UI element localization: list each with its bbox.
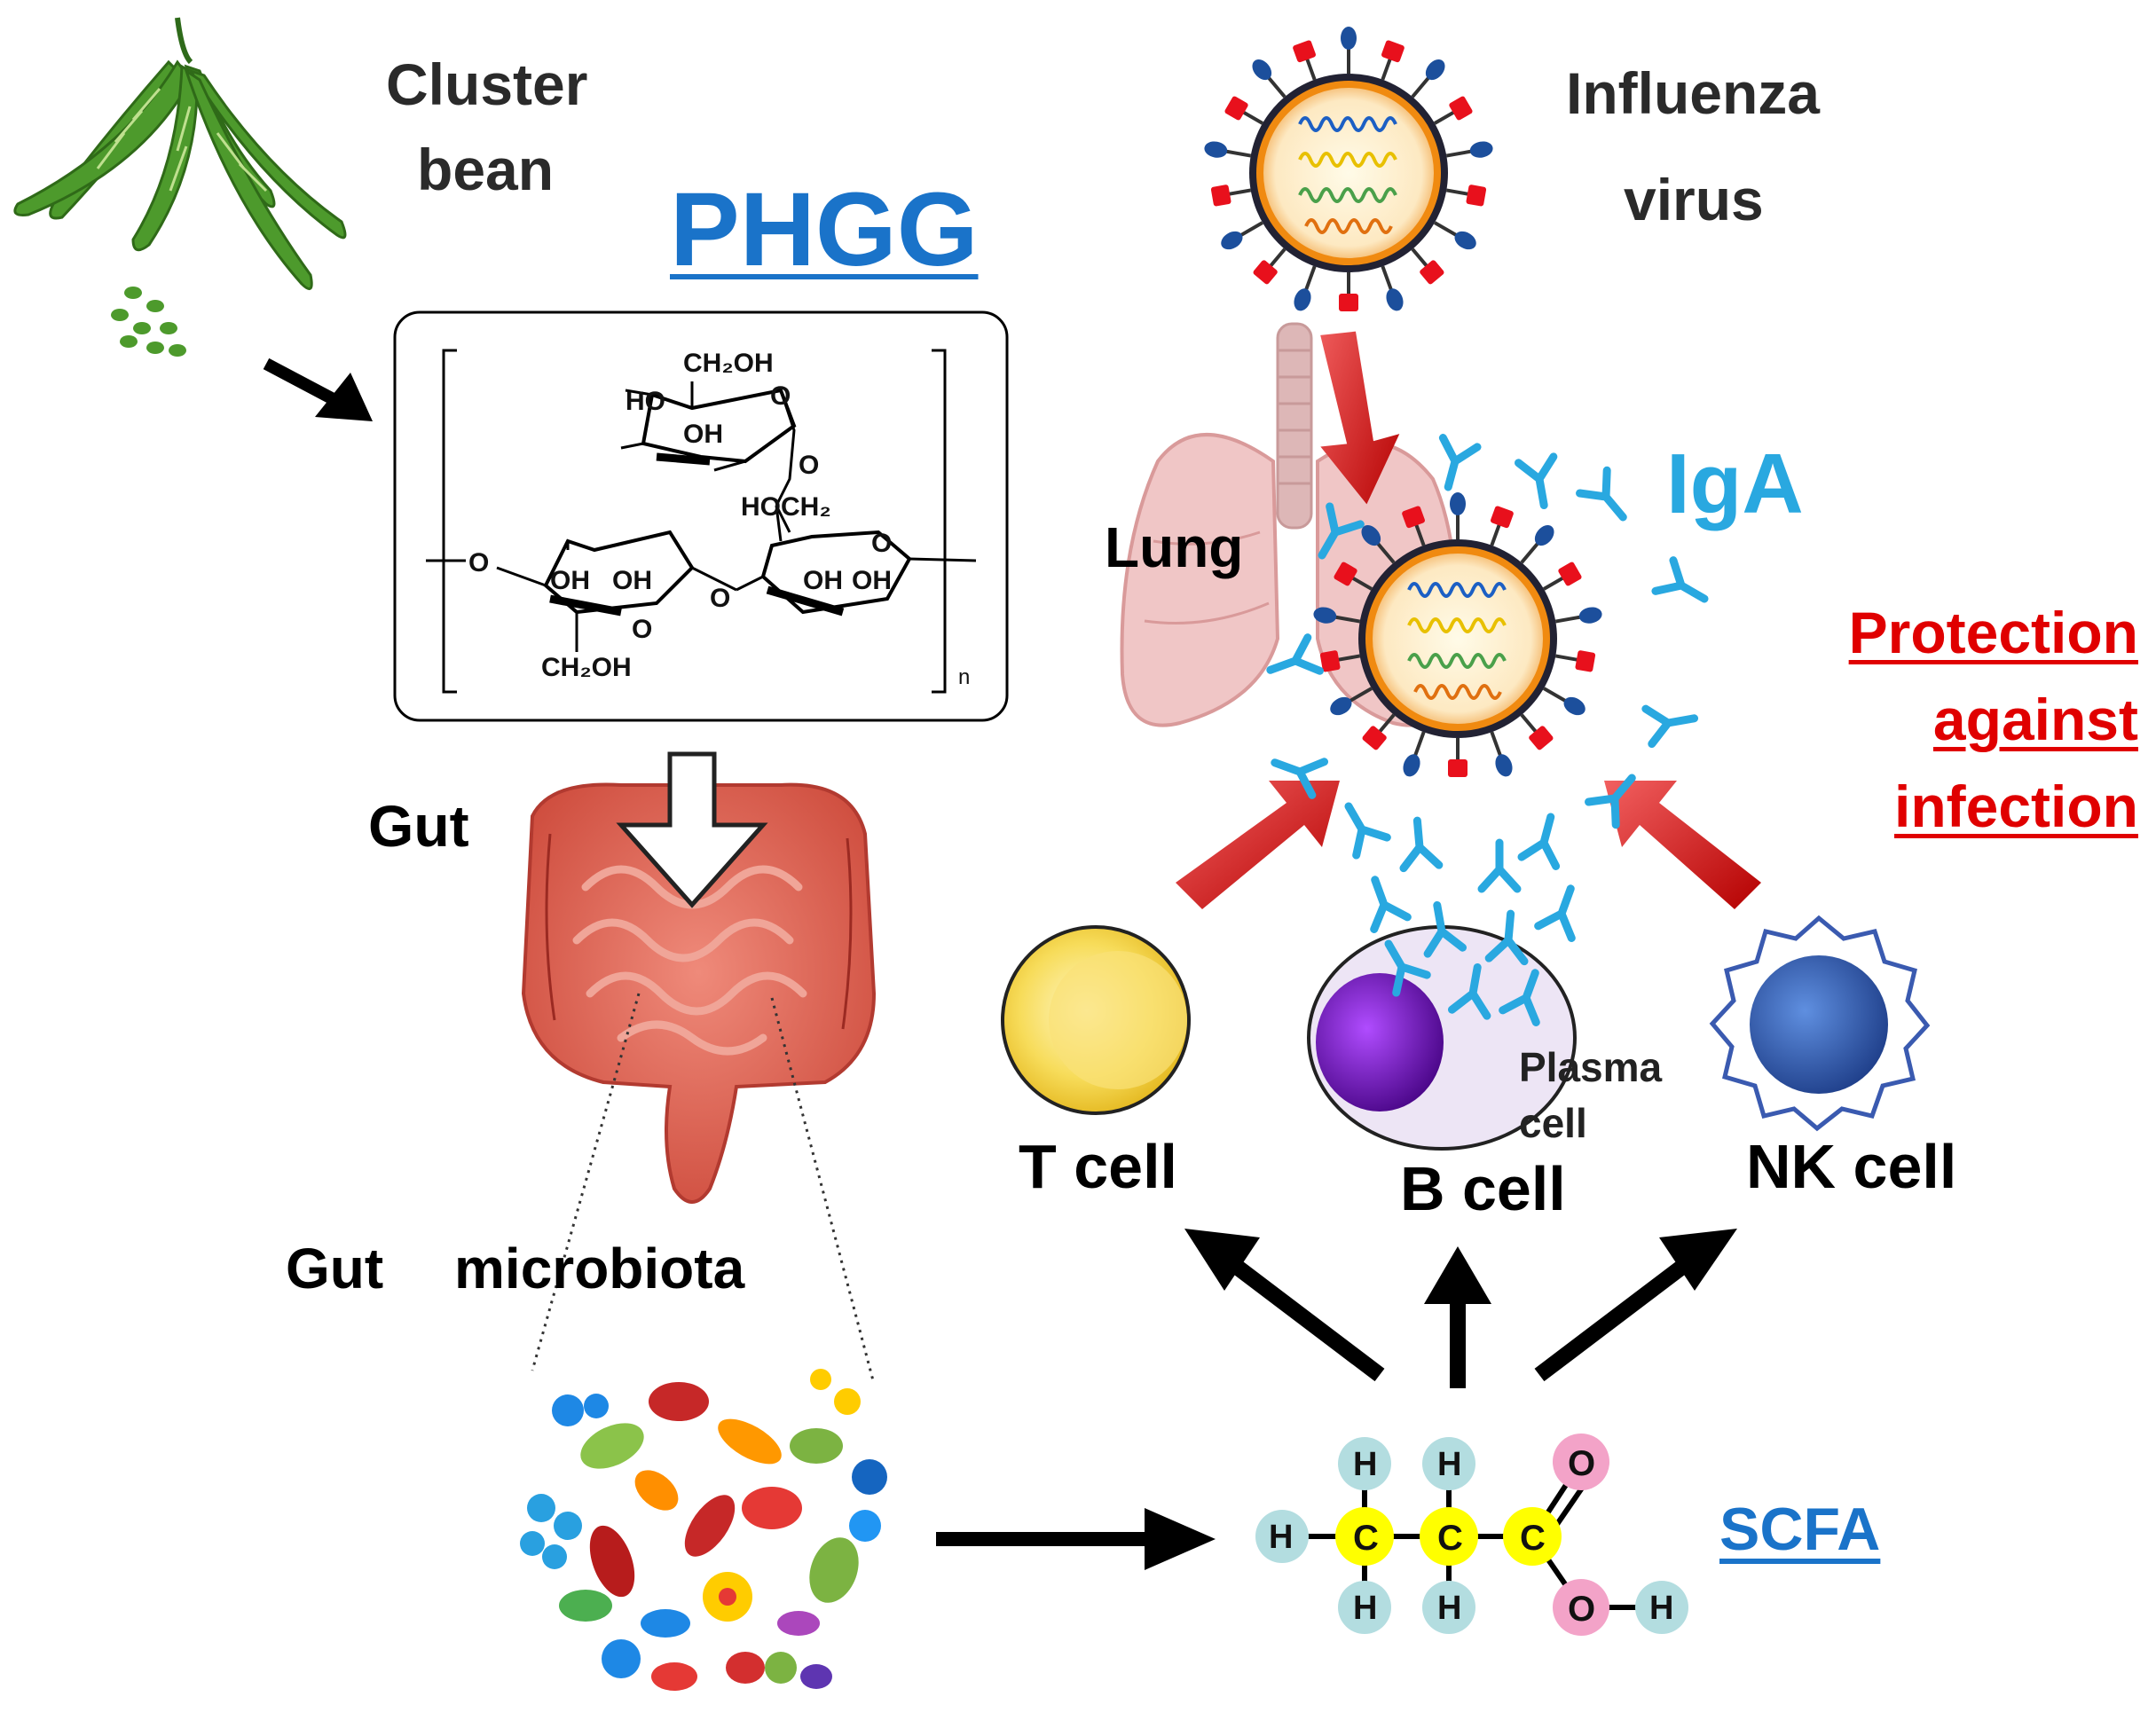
iga-label: IgA	[1666, 436, 1804, 531]
structure-oh-left2: OH	[612, 566, 652, 595]
gut-label: Gut	[368, 793, 469, 859]
microbiota-icon	[520, 1348, 887, 1703]
atom-h-bot-2: H	[1437, 1590, 1462, 1627]
arrow-virus-to-lung	[1320, 331, 1400, 505]
influenza-virus-icon	[1200, 25, 1497, 316]
protection-label-line1: Protection	[1848, 600, 2138, 665]
atom-c1: C	[1353, 1519, 1379, 1558]
arrows-scfa-to-cells	[1184, 1229, 1737, 1388]
protection-label-line2: against	[1932, 687, 2138, 752]
b-cell-label: B cell	[1400, 1154, 1566, 1223]
structure-o-link: O	[799, 451, 820, 480]
structure-ch2oh-top: CH₂OH	[683, 349, 774, 378]
gut-microbiota-label-gut: Gut	[286, 1237, 384, 1300]
atom-h-top-1: H	[1353, 1446, 1378, 1483]
arrows-cells-to-virus	[1176, 781, 1761, 909]
structure-o-ring-right: O	[871, 529, 893, 558]
zoom-lines	[531, 993, 876, 1385]
structure-hoch2: HOCH₂	[741, 492, 831, 522]
influenza-label-line2: virus	[1624, 167, 1764, 232]
phgg-title: PHGG	[670, 171, 979, 288]
ring-bold-edges	[549, 452, 845, 617]
influenza-virus-bound	[1312, 492, 1603, 779]
atom-o-hydroxyl: O	[1568, 1590, 1596, 1629]
structure-ch2oh-bottom: CH₂OH	[541, 653, 632, 682]
atom-h-hydroxyl: H	[1649, 1590, 1674, 1627]
structure-oh-right2: OH	[852, 566, 892, 595]
arrow-phgg-to-gut	[616, 751, 768, 908]
scfa-label: SCFA	[1719, 1496, 1881, 1563]
structure-o-chain: O	[468, 548, 490, 577]
atom-c2: C	[1437, 1519, 1463, 1558]
atom-h-bot-1: H	[1353, 1590, 1378, 1627]
structure-subscript-n: n	[958, 665, 971, 689]
phgg-structure	[393, 310, 1009, 722]
plasma-cell-label-line2: cell	[1519, 1100, 1587, 1146]
arrow-bean-to-phgg	[263, 357, 345, 410]
atom-h-top-2: H	[1437, 1446, 1462, 1483]
nk-cell-label: NK cell	[1746, 1132, 1957, 1201]
structure-oh-left1: OH	[550, 566, 590, 595]
structure-o-link2: O	[710, 584, 731, 613]
scfa-molecule	[1255, 1434, 1688, 1636]
lung-label: Lung	[1105, 515, 1244, 579]
atom-o-double: O	[1568, 1444, 1596, 1483]
influenza-label-line1: Influenza	[1566, 60, 1821, 126]
structure-oh: OH	[683, 420, 723, 449]
structure-o-ring: O	[770, 381, 791, 411]
atom-h-left: H	[1269, 1519, 1294, 1556]
cluster-bean-label-line1: Cluster	[386, 51, 588, 117]
gut-microbiota-label-microbiota: microbiota	[454, 1237, 745, 1300]
cluster-bean-icon	[13, 17, 347, 357]
atom-c3: C	[1520, 1519, 1546, 1558]
structure-o-below: O	[632, 615, 653, 644]
structure-oh-right1: OH	[803, 566, 843, 595]
t-cell-icon	[1001, 925, 1191, 1115]
nk-cell-icon	[1709, 915, 1931, 1132]
plasma-cell-label-line1: Plasma	[1519, 1044, 1663, 1090]
protection-label-line3: infection	[1894, 774, 2138, 839]
t-cell-label: T cell	[1019, 1132, 1177, 1201]
cluster-bean-label-line2: bean	[417, 137, 555, 202]
structure-ho: HO	[626, 387, 665, 416]
